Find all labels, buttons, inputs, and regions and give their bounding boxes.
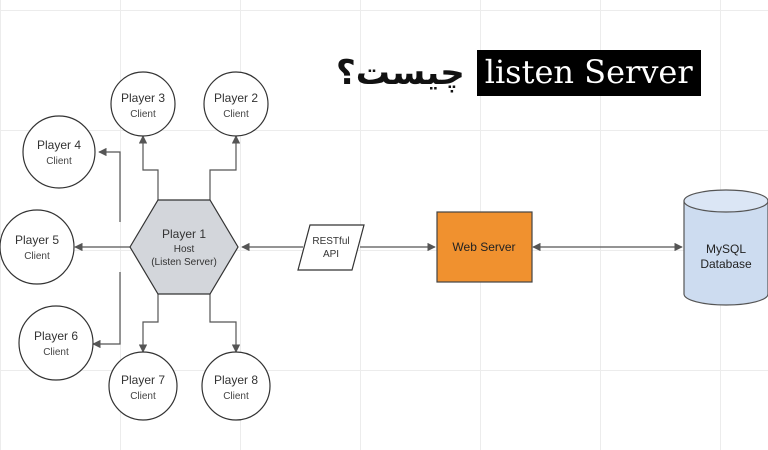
edge-host-player6 [92,272,121,349]
database-label-line1: MySQL [706,242,746,256]
edge-host-player2 [209,135,241,200]
player5-role: Client [24,251,50,262]
api-parallelogram [297,224,365,271]
host-name: Player 1 [162,227,206,241]
player4-node: Player 4 Client [22,115,96,189]
player6-node: Player 6 Client [18,305,94,381]
database-cylinder-top [683,189,768,213]
player8-name: Player 8 [214,373,258,387]
player2-circle [203,71,269,137]
title-persian: چیست؟ [336,53,465,93]
webserver-label: Web Server [452,240,515,254]
page-title: چیست؟ listen Server [336,50,701,96]
api-label-line2: API [323,249,339,260]
host-node: Player 1 Host (Listen Server) [129,199,239,295]
edge-host-player8 [209,294,241,353]
player7-circle [108,351,178,421]
database-label-line2: Database [700,257,752,271]
player5-circle [0,209,75,285]
player6-circle [18,305,94,381]
api-node: RESTful API [297,224,365,271]
player3-circle [110,71,176,137]
player5-node: Player 5 Client [0,209,75,285]
connectors [74,135,683,353]
host-role: Host [174,244,195,255]
player2-node: Player 2 Client [203,71,269,137]
webserver-node: Web Server [436,211,533,283]
player7-node: Player 7 Client [108,351,178,421]
webserver-box [436,211,533,283]
edge-host-player3 [138,135,159,200]
player2-name: Player 2 [214,91,258,105]
player3-node: Player 3 Client [110,71,176,137]
database-cylinder-body [683,201,768,306]
edge-host-player4 [98,147,121,222]
database-node: MySQL Database [683,189,768,306]
player6-role: Client [43,347,69,358]
player8-role: Client [223,391,249,402]
player4-name: Player 4 [37,138,81,152]
player8-circle [201,351,271,421]
api-label-line1: RESTful [312,236,349,247]
player3-name: Player 3 [121,91,165,105]
player3-role: Client [130,109,156,120]
edge-host-player7 [138,294,159,353]
player2-role: Client [223,109,249,120]
host-detail: (Listen Server) [151,257,217,268]
player4-role: Client [46,156,72,167]
player5-name: Player 5 [15,233,59,247]
player4-circle [22,115,96,189]
player7-role: Client [130,391,156,402]
title-english: listen Server [476,50,701,96]
player7-name: Player 7 [121,373,165,387]
player8-node: Player 8 Client [201,351,271,421]
player6-name: Player 6 [34,329,78,343]
host-hexagon [129,199,239,295]
